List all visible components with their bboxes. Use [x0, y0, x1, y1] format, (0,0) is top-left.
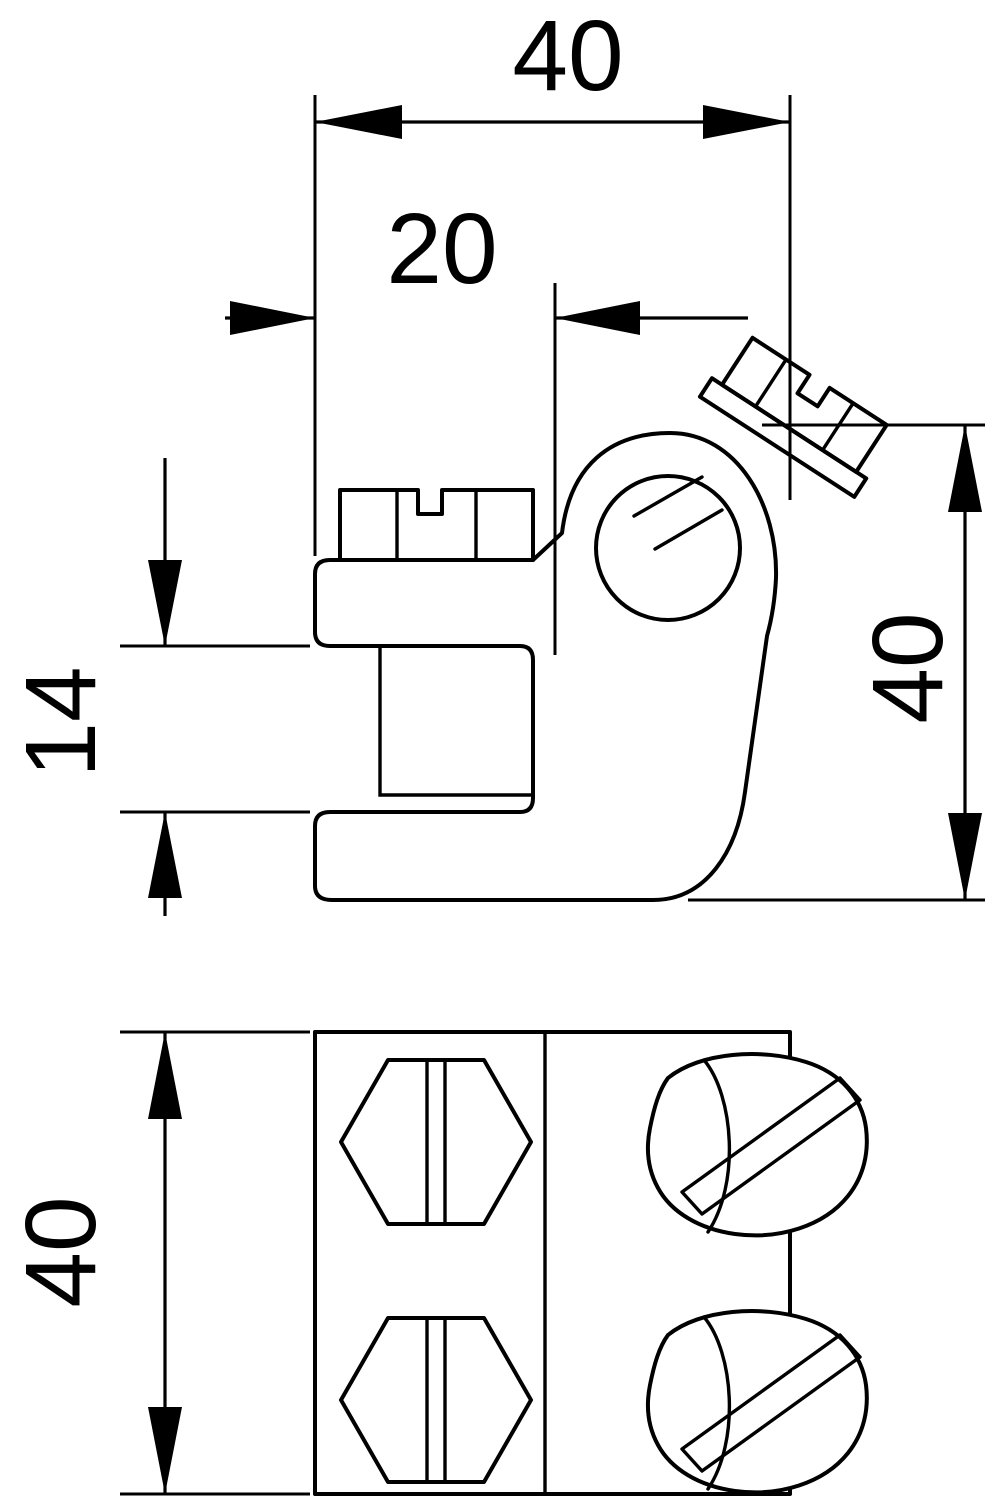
- arrowhead: [148, 560, 182, 646]
- clamp-screw-head: [338, 488, 535, 562]
- arrowhead: [948, 813, 982, 900]
- arrowhead: [230, 301, 315, 335]
- base-block-outline: [313, 1030, 792, 1496]
- hex-outline: [339, 1316, 533, 1484]
- arrowhead: [703, 105, 790, 139]
- dome-screw-top: [645, 1052, 869, 1238]
- clamp-screw-shaft: [378, 644, 535, 797]
- angled-screw-facets: [753, 357, 855, 452]
- clamp-body-outline: [313, 431, 779, 902]
- clamp-screw-head-facets: [395, 488, 478, 562]
- dimension-left-height: 14: [5, 458, 310, 916]
- angled-terminal-screw: [697, 335, 889, 499]
- hex-slot: [425, 1058, 447, 1226]
- dimension-right-height: 40: [688, 423, 985, 902]
- arrowhead: [555, 301, 640, 335]
- dome-screw-crown-line: [702, 1058, 732, 1234]
- angled-screw-washer: [697, 376, 869, 499]
- angled-screw-head: [719, 335, 889, 474]
- dimension-label: 40: [852, 612, 964, 723]
- side-view: [313, 335, 889, 902]
- dimension-label: 20: [386, 193, 497, 305]
- dimension-label: 40: [512, 0, 623, 112]
- dimension-label: 14: [5, 666, 117, 777]
- arrowhead: [148, 812, 182, 898]
- dimension-inner-width: 20: [225, 193, 748, 655]
- bottom-view: [313, 1030, 869, 1496]
- arrowhead: [148, 1407, 182, 1494]
- dome-screw-slot: [680, 1333, 862, 1473]
- dome-screw-slot: [680, 1076, 862, 1216]
- dimension-label: 40: [5, 1196, 117, 1307]
- dome-screw-crown-line: [702, 1315, 732, 1491]
- arrowhead: [948, 425, 982, 512]
- hex-outline: [339, 1058, 533, 1226]
- arrowhead: [315, 105, 402, 139]
- hex-screw-top: [339, 1058, 533, 1226]
- hex-screw-bottom: [339, 1316, 533, 1484]
- arrowhead: [148, 1032, 182, 1119]
- hex-slot: [425, 1316, 447, 1484]
- conductor-hole: [594, 474, 742, 622]
- hole-thread-marks: [632, 475, 724, 551]
- dome-screw-bottom: [645, 1309, 869, 1495]
- dimension-top-width: 40: [313, 0, 792, 556]
- dimension-bottom-height: 40: [5, 1030, 310, 1496]
